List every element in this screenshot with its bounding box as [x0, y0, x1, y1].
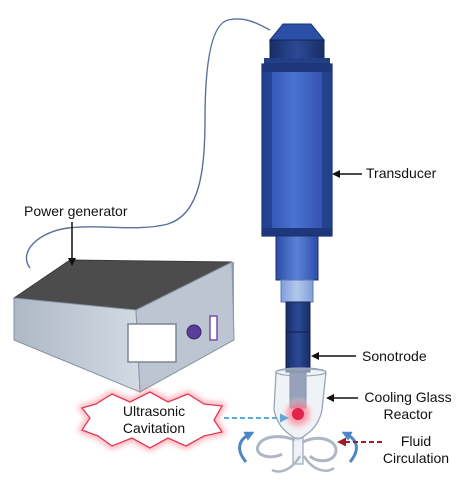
transducer-body	[261, 63, 333, 237]
transducer-shaft	[275, 235, 319, 333]
reactor-label-line1: Cooling Glass	[364, 389, 452, 405]
power-generator-label: Power generator	[24, 203, 128, 219]
cavitation-label: Ultrasonic Cavitation	[104, 403, 204, 437]
reactor-label: Cooling Glass Reactor	[352, 389, 464, 423]
circulation-arrow-left	[238, 431, 255, 463]
transducer-connector	[264, 23, 330, 66]
purple-slot-switch-icon[interactable]	[209, 315, 218, 341]
fluid-label-line1: Fluid	[400, 433, 432, 449]
generator-display-screen	[127, 323, 177, 363]
cavitation-label-line1: Ultrasonic	[122, 403, 186, 419]
power-generator-box	[12, 259, 235, 393]
fluid-circulation-label: Fluid Circulation	[376, 433, 456, 467]
cavitation-callout-burst	[76, 388, 227, 452]
transducer-label: Transducer	[366, 165, 437, 181]
fluid-label-line2: Circulation	[382, 450, 450, 466]
cavitation-label-line2: Cavitation	[122, 420, 186, 436]
reactor-label-line2: Reactor	[383, 406, 433, 422]
cavitation-bubble-glow	[280, 396, 316, 432]
sonotrode-label: Sonotrode	[362, 348, 427, 364]
power-cable	[25, 18, 271, 269]
circulation-arrow-right	[341, 431, 358, 463]
purple-round-button-icon[interactable]	[186, 324, 202, 340]
